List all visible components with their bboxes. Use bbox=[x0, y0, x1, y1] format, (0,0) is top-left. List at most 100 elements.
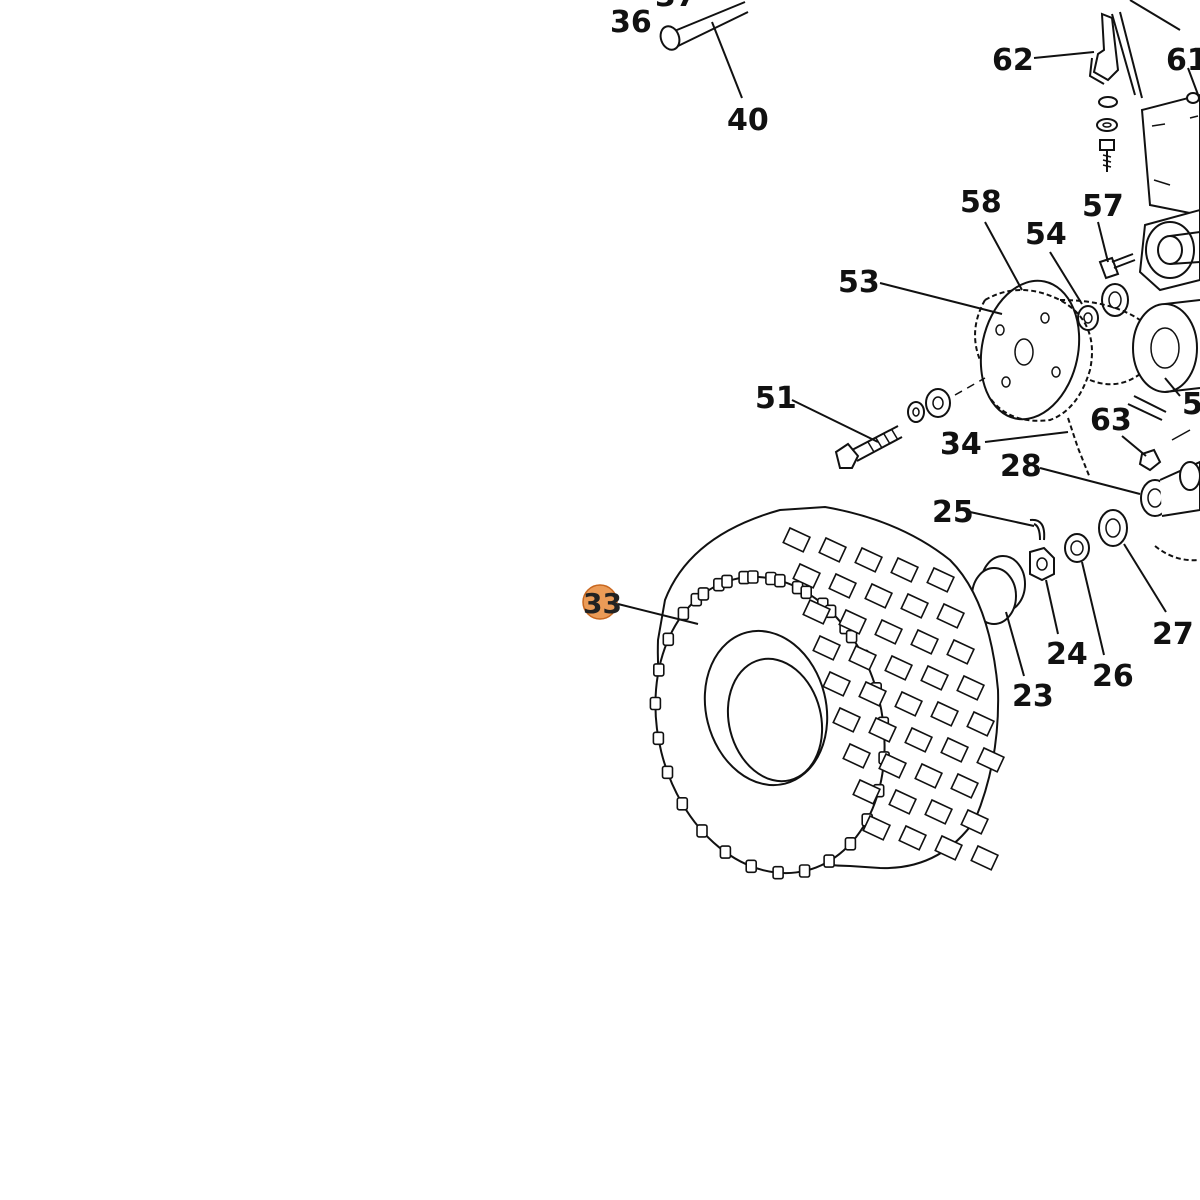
callout-28[interactable]: 28 bbox=[1000, 449, 1042, 484]
tire-tread-pattern bbox=[649, 526, 1006, 880]
callout-36[interactable]: 36 bbox=[610, 5, 652, 40]
leader-34 bbox=[984, 431, 1069, 443]
callout-27[interactable]: 27 bbox=[1152, 617, 1194, 652]
callout-62[interactable]: 62 bbox=[992, 43, 1034, 78]
leader-53 bbox=[879, 282, 1003, 315]
tread-block bbox=[649, 696, 662, 711]
callout-40[interactable]: 40 bbox=[727, 103, 769, 138]
part-tire-33[interactable] bbox=[625, 505, 1006, 898]
leader-24 bbox=[1045, 579, 1059, 635]
leader-28 bbox=[1039, 467, 1141, 495]
part-bolt-57[interactable] bbox=[1098, 253, 1136, 280]
tread-block bbox=[970, 844, 1000, 871]
part-cotter-pin-25[interactable] bbox=[1029, 518, 1046, 541]
tread-block bbox=[950, 772, 980, 799]
tread-block bbox=[884, 654, 914, 681]
callout-58[interactable]: 58 bbox=[960, 185, 1002, 220]
tread-block bbox=[960, 808, 990, 835]
tread-block bbox=[745, 859, 758, 874]
leader-25 bbox=[969, 511, 1035, 527]
callout-61[interactable]: 61 bbox=[1166, 43, 1200, 78]
leader-51 bbox=[791, 399, 879, 443]
tread-block bbox=[900, 592, 930, 619]
tread-block bbox=[904, 726, 934, 753]
tread-block bbox=[697, 587, 710, 601]
tread-block bbox=[924, 798, 954, 825]
part-bearing-27[interactable] bbox=[1098, 509, 1128, 547]
part-chain-lower bbox=[1154, 545, 1199, 562]
part-housing-plate[interactable] bbox=[1138, 92, 1200, 292]
part-hub-cap-23[interactable] bbox=[971, 555, 1026, 625]
tread-block bbox=[862, 814, 892, 841]
callout-26[interactable]: 26 bbox=[1092, 659, 1134, 694]
part-washer-stack[interactable] bbox=[1096, 96, 1118, 172]
callout-53[interactable]: 53 bbox=[838, 265, 880, 300]
part-chain-58[interactable] bbox=[974, 289, 1146, 422]
callout-34[interactable]: 34 bbox=[940, 427, 982, 462]
tread-block bbox=[800, 585, 813, 600]
tread-block bbox=[910, 628, 940, 655]
leader-58 bbox=[984, 221, 1023, 291]
leader-63 bbox=[1121, 435, 1147, 457]
callout-25[interactable]: 25 bbox=[932, 495, 974, 530]
tread-block bbox=[652, 731, 665, 746]
tread-block bbox=[966, 710, 996, 737]
tread-block bbox=[696, 824, 708, 838]
leader-61 bbox=[1129, 0, 1181, 31]
leader-54 bbox=[1049, 251, 1083, 305]
tread-block bbox=[772, 865, 784, 880]
callout-54[interactable]: 54 bbox=[1025, 217, 1067, 252]
tread-block bbox=[976, 746, 1006, 773]
callout-33-highlight[interactable]: 33 bbox=[582, 584, 622, 620]
leader-57 bbox=[1097, 221, 1109, 263]
part-pin-40[interactable] bbox=[657, 1, 749, 52]
callout-33[interactable]: 33 bbox=[583, 587, 622, 620]
tread-block bbox=[888, 788, 918, 815]
callout-5x[interactable]: 5 bbox=[1182, 387, 1200, 422]
tread-block bbox=[936, 602, 966, 629]
tread-block bbox=[792, 562, 822, 589]
tread-block bbox=[652, 663, 665, 677]
part-chain-34[interactable] bbox=[1067, 417, 1091, 479]
part-washer-26[interactable] bbox=[1064, 533, 1090, 563]
tread-block bbox=[946, 638, 976, 665]
callout-63[interactable]: 63 bbox=[1090, 403, 1132, 438]
tread-block bbox=[676, 796, 689, 811]
part-spacer-54[interactable] bbox=[1077, 283, 1129, 331]
callout-51[interactable]: 51 bbox=[755, 381, 797, 416]
callout-37[interactable]: 37 bbox=[655, 0, 697, 14]
tread-block bbox=[661, 765, 674, 780]
tread-block bbox=[832, 706, 862, 733]
part-bolt-51[interactable] bbox=[834, 377, 986, 469]
tread-block bbox=[848, 644, 878, 671]
tread-block bbox=[844, 836, 857, 851]
callout-57[interactable]: 57 bbox=[1082, 189, 1124, 224]
tread-block bbox=[842, 742, 872, 769]
tread-block bbox=[782, 526, 812, 553]
tread-block bbox=[930, 700, 960, 727]
part-sprocket-53[interactable] bbox=[968, 272, 1091, 429]
tread-block bbox=[823, 854, 835, 868]
tread-block bbox=[822, 670, 852, 697]
leader-26 bbox=[1081, 561, 1105, 656]
leader-5x bbox=[1164, 377, 1181, 397]
tread-block bbox=[721, 574, 733, 589]
leader-62 bbox=[1033, 51, 1095, 59]
part-bracket-62[interactable] bbox=[1088, 11, 1143, 99]
part-bearing-28[interactable] bbox=[1140, 460, 1200, 517]
tread-block bbox=[798, 864, 811, 878]
callout-24[interactable]: 24 bbox=[1046, 637, 1088, 672]
tread-block bbox=[914, 762, 944, 789]
tread-block bbox=[940, 736, 970, 763]
part-castle-nut-24[interactable] bbox=[1029, 546, 1055, 582]
tread-block bbox=[934, 834, 964, 861]
tread-block bbox=[747, 570, 759, 584]
tread-block bbox=[868, 716, 898, 743]
tread-block bbox=[854, 546, 884, 573]
tread-block bbox=[858, 680, 888, 707]
part-hub[interactable] bbox=[1132, 299, 1200, 393]
tread-block bbox=[920, 664, 950, 691]
part-chain-link-63[interactable] bbox=[1127, 395, 1191, 472]
callout-23[interactable]: 23 bbox=[1012, 679, 1054, 714]
